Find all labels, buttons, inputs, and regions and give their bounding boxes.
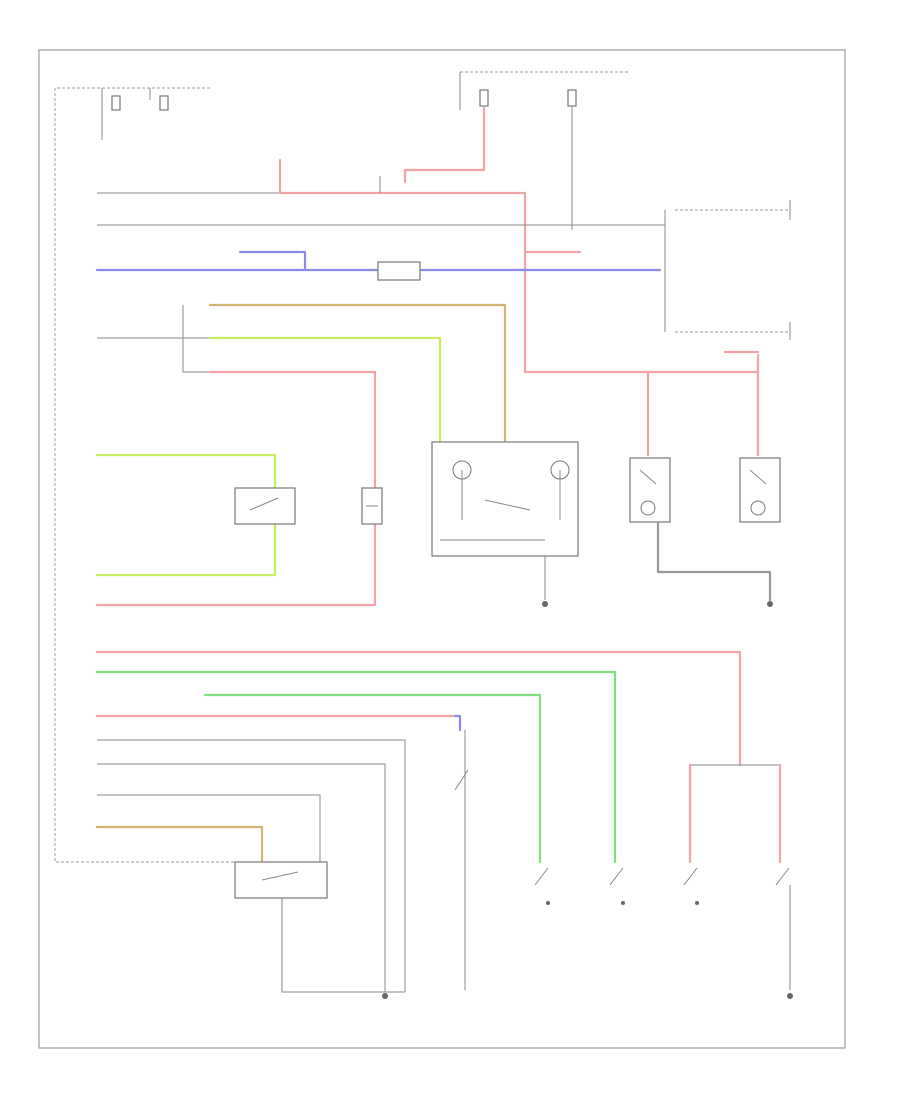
- wire-yellowgreen-a: [95, 453, 277, 490]
- wire-gray-loop: [182, 305, 210, 373]
- door-switches: [234, 861, 405, 993]
- ground-icon: [382, 993, 388, 999]
- wire-lightgreen-mid: [208, 336, 442, 447]
- ground-icon: [787, 993, 793, 999]
- fuse-box-top: [459, 71, 630, 230]
- diagram-frame: [38, 49, 846, 1049]
- wire-blue-lock: [453, 714, 462, 732]
- wire-yellowgreen-b: [95, 523, 277, 577]
- wire-brown-mid: [208, 303, 507, 447]
- wire-blue: [95, 250, 662, 281]
- wire-red-lower: [95, 650, 742, 767]
- wire-gray-lower-c: [97, 794, 321, 862]
- room-lamp: [431, 441, 579, 557]
- wire-brown-lower: [95, 825, 264, 864]
- trunk-lamp: [361, 487, 383, 525]
- wire-red-power-top: [97, 106, 760, 457]
- wire-green-lower-a: [95, 670, 617, 864]
- relay-control-unit: [675, 200, 791, 340]
- ground-icon: [542, 601, 548, 607]
- door-lamp-ground-wire: [656, 520, 772, 602]
- ground-icon: [767, 601, 773, 607]
- wire-gray-lower-a: [97, 739, 406, 992]
- control-unit-outline: [54, 87, 300, 863]
- combination-switch: [234, 487, 296, 525]
- wire-gray-lower-b: [97, 763, 386, 992]
- left-door-lamp: [629, 457, 671, 523]
- right-door-lamp: [739, 457, 781, 523]
- fuse-box-left: [101, 88, 169, 140]
- lock-switch: [454, 730, 469, 990]
- door-switch-row: [534, 867, 791, 990]
- wire-green-lower-b: [203, 693, 542, 864]
- wire-gray-signal: [97, 210, 666, 332]
